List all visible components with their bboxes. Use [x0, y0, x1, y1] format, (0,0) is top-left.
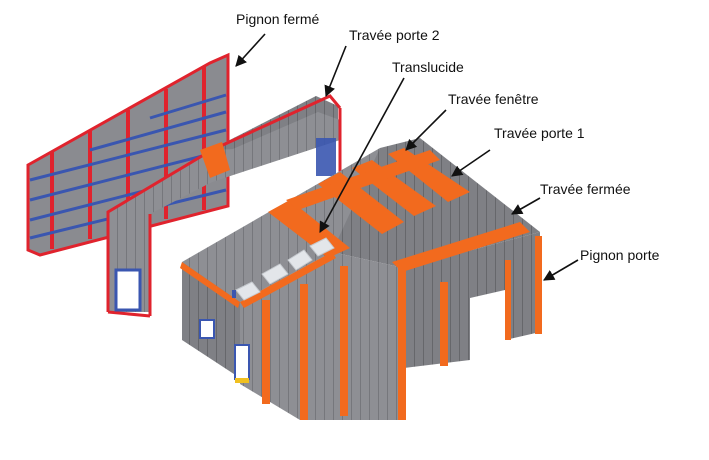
callout-arrows	[235, 33, 579, 281]
arrow-travee-porte-1	[451, 149, 491, 177]
label-travee-fermee: Travée fermée	[540, 181, 631, 197]
label-travee-porte-1: Travée porte 1	[494, 125, 585, 141]
arrow-pignon-ferme	[235, 33, 266, 67]
label-travee-fenetre: Travée fenêtre	[448, 91, 539, 107]
label-pignon-porte: Pignon porte	[580, 247, 660, 263]
arrow-travee-fermee	[511, 197, 541, 215]
door-bay-2-section	[106, 94, 342, 318]
arrow-translucide	[319, 77, 405, 233]
label-pignon-ferme: Pignon fermé	[236, 11, 319, 27]
label-translucide: Translucide	[392, 59, 464, 75]
label-travee-porte-2: Travée porte 2	[349, 27, 440, 43]
arrow-travee-fenetre	[405, 109, 447, 151]
arrow-pignon-porte	[543, 259, 579, 281]
main-building	[180, 138, 542, 420]
callout-labels: Pignon fermé Travée porte 2 Translucide …	[236, 11, 660, 263]
arrow-travee-porte-2	[324, 45, 347, 98]
